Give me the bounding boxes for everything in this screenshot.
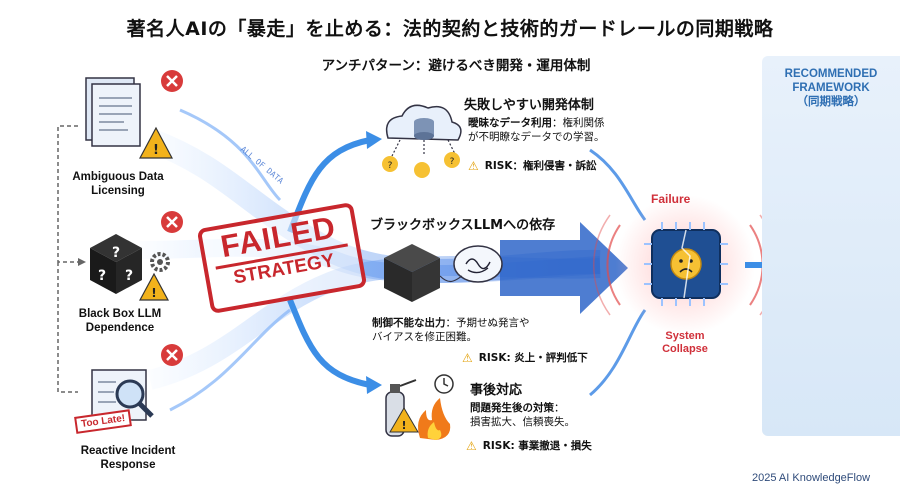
desc-text: ：予期せぬ発言や バイアスを修正困難。: [372, 317, 530, 343]
flow-text: ALL OF DATA: [239, 145, 286, 186]
page-title: 著名人AIの「暴走」を止める：法的契約と技術的ガードレールの同期戦略: [126, 18, 774, 40]
warning-icon: ⚠: [466, 438, 477, 453]
arrow-head: [366, 131, 382, 149]
error-x-icon: [161, 211, 183, 233]
svg-text:?: ?: [388, 161, 393, 171]
desc-bold: 曖昧なデータ利用: [468, 117, 552, 129]
failure-label: Failure: [651, 192, 691, 206]
warning-icon: !: [139, 126, 173, 159]
left-connector: [57, 125, 78, 393]
failed-chip-icon: [644, 222, 728, 306]
risk-label-1: ⚠ RISK：権利侵害・訴訟: [468, 158, 596, 173]
arrow-bottom-to-chip: [589, 309, 647, 397]
page-subtitle: アンチパターン：避けるべき開発・運用体制: [321, 58, 591, 74]
warning-icon: !: [138, 272, 170, 301]
warning-icon: !: [389, 407, 419, 433]
main-arrow: [500, 222, 628, 314]
arrow-top-to-chip: [589, 148, 647, 221]
black-box-icon: ? ? ?: [90, 234, 142, 294]
arrow-head: [366, 376, 382, 394]
svg-text:?: ?: [125, 268, 133, 284]
middle-desc-3: 問題発生後の対策： 損害拡大、信頼喪失。: [470, 401, 575, 429]
error-x-icon: [161, 344, 183, 366]
middle-desc-2: 制御不能な出力：予期せぬ発言や バイアスを修正困難。: [372, 316, 530, 344]
svg-text:!: !: [151, 286, 156, 300]
black-box-brain-icon: [384, 244, 503, 302]
middle-heading-2: ブラックボックスLLMへの依存: [370, 218, 556, 233]
error-x-icon: [161, 70, 183, 92]
arrow-to-bottom: [287, 298, 371, 388]
left-label-black-box: Black Box LLM Dependence: [78, 308, 162, 334]
risk-text: RISK：権利侵害・訴訟: [484, 160, 597, 172]
svg-text:?: ?: [98, 268, 106, 284]
fire-extinguisher-icon: [385, 374, 454, 440]
risk-label-2: ⚠ RISK: 炎上・評判低下: [462, 350, 588, 365]
middle-desc-1: 曖昧なデータ利用：権利関係 が不明瞭なデータでの学習。: [468, 116, 605, 144]
left-label-reactive-response: Reactive Incident Response: [80, 445, 176, 471]
document-icon: [85, 77, 141, 147]
risk-text: RISK: 事業撤退・損失: [482, 440, 592, 452]
svg-text:!: !: [153, 143, 159, 158]
middle-heading-3: 事後対応: [470, 383, 523, 398]
desc-text: ：権利関係 が不明瞭なデータでの学習。: [468, 117, 605, 143]
svg-text:?: ?: [112, 245, 120, 261]
recommended-framework-panel: [762, 56, 900, 436]
desc-bold: 問題発生後の対策: [470, 402, 554, 414]
risk-text: RISK: 炎上・評判低下: [478, 352, 588, 364]
warning-icon: ⚠: [468, 158, 479, 173]
middle-heading-1: 失敗しやすい開発体制: [464, 98, 594, 113]
left-label-data-licensing: Ambiguous Data Licensing: [72, 171, 164, 197]
data-stream: [179, 108, 282, 202]
svg-text:?: ?: [450, 157, 455, 167]
footer-credit: 2025 AI KnowledgeFlow: [752, 472, 871, 484]
svg-text:!: !: [401, 419, 406, 432]
system-collapse-label: System Collapse: [662, 330, 708, 355]
data-stream: [169, 308, 291, 412]
framework-title: RECOMMENDED FRAMEWORK （同期戦略）: [784, 68, 878, 108]
risk-label-3: ⚠ RISK: 事業撤退・損失: [466, 438, 592, 453]
warning-icon: ⚠: [462, 350, 473, 365]
desc-text: ： 損害拡大、信頼喪失。: [470, 402, 575, 428]
gear-icon: [150, 252, 170, 272]
cloud-database-icon: ? ?: [382, 104, 462, 178]
desc-bold: 制御不能な出力: [372, 317, 446, 329]
